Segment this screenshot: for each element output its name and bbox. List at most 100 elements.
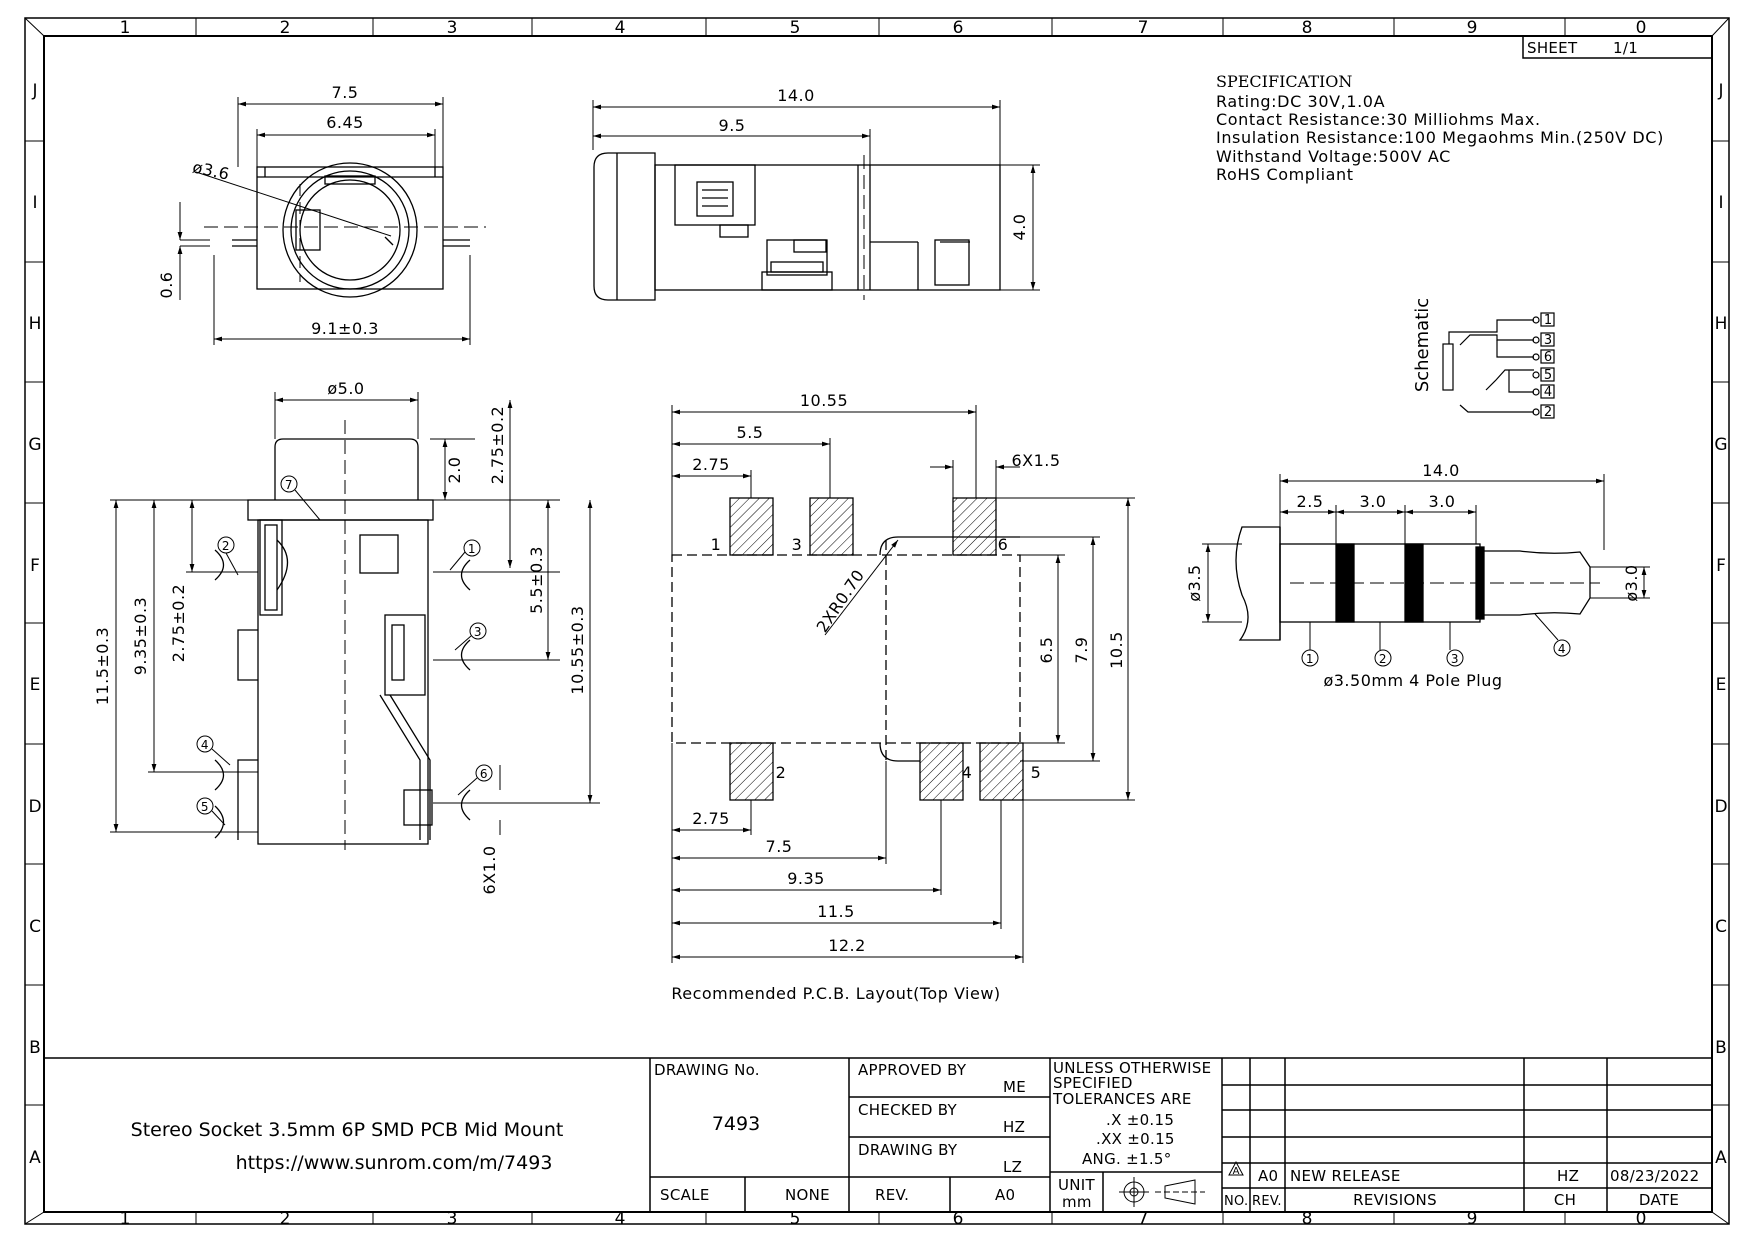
specification-block: SPECIFICATION Rating:DC 30V,1.0A Contact… (1216, 72, 1664, 184)
tolerance-line: SPECIFIED (1053, 1074, 1133, 1092)
tolerance-line: TOLERANCES ARE (1052, 1090, 1192, 1108)
dim-label: 5.5±0.3 (527, 546, 546, 614)
dim-label: 10.55 (800, 391, 848, 410)
rev-value: A0 (995, 1186, 1015, 1204)
grid-column-labels-top: 1 2 3 4 5 6 7 8 9 0 (120, 18, 1647, 38)
spec-line: Contact Resistance:30 Milliohms Max. (1216, 110, 1541, 129)
dim-label: 10.5 (1107, 631, 1126, 669)
revisions-header-no: NO. (1224, 1194, 1248, 1209)
revision-ch: HZ (1557, 1167, 1579, 1185)
grid-row: E (30, 675, 41, 695)
grid-row: G (1714, 435, 1727, 455)
grid-col: 2 (280, 18, 291, 38)
revisions-header-date: DATE (1639, 1191, 1679, 1209)
grid-col: 8 (1302, 1209, 1313, 1229)
plug-drawing (1202, 474, 1650, 667)
spec-line: Insulation Resistance:100 Megaohms Min.(… (1216, 128, 1664, 147)
grid-column-labels-bottom: 1 2 3 4 5 6 7 8 9 0 (120, 1209, 1647, 1229)
checked-value: HZ (1003, 1118, 1025, 1136)
schematic (1442, 312, 1555, 419)
spec-line: Rating:DC 30V,1.0A (1216, 92, 1385, 111)
grid-col: 4 (615, 18, 626, 38)
grid-row: D (28, 797, 41, 817)
dim-label: 14.0 (1422, 461, 1460, 480)
sheet-box: SHEET 1/1 (1522, 35, 1713, 59)
dim-label: 11.5±0.3 (93, 627, 112, 705)
pad-number: 3 (792, 535, 803, 554)
dim-label: 6.5 (1037, 637, 1056, 664)
pad-number: 4 (962, 763, 973, 782)
grid-row-labels-right: J I H G F E D C B A (1714, 81, 1727, 1168)
grid-col: 0 (1636, 1209, 1647, 1229)
dim-label: 2.75±0.2 (488, 406, 507, 484)
tolerance-xx: .XX ±0.15 (1096, 1130, 1175, 1148)
grid-col: 9 (1467, 1209, 1478, 1229)
grid-col: 4 (615, 1209, 626, 1229)
grid-col: 5 (790, 1209, 801, 1229)
grid-row: E (1716, 675, 1727, 695)
revisions-header-ch: CH (1554, 1191, 1576, 1209)
dim-label: 9.1±0.3 (311, 319, 379, 338)
dim-label: 7.9 (1072, 637, 1091, 664)
dim-label: ø3.6 (191, 157, 231, 183)
dim-label: 6.45 (326, 113, 364, 132)
grid-col: 8 (1302, 18, 1313, 38)
grid-row: A (29, 1148, 41, 1168)
grid-row: B (1715, 1038, 1727, 1058)
pcb-layout (671, 405, 1135, 963)
pin-number: 7 (285, 478, 293, 492)
title-block (44, 1057, 1712, 1212)
dim-label: 10.55±0.3 (568, 605, 587, 694)
grid-col: 6 (953, 18, 964, 38)
grid-row: F (30, 556, 40, 576)
schematic-pin: 1 (1544, 313, 1552, 328)
dim-label: 11.5 (817, 902, 855, 921)
grid-row: F (1716, 556, 1726, 576)
tolerance-x: .X ±0.15 (1106, 1111, 1174, 1129)
unit-value: mm (1062, 1193, 1092, 1211)
dim-label: 9.35 (787, 869, 825, 888)
dim-label: 4.0 (1010, 214, 1029, 241)
dim-label: ø5.0 (327, 379, 364, 398)
pole-number: 1 (1306, 652, 1314, 666)
top-view (110, 392, 600, 850)
pad-number: 6 (998, 535, 1009, 554)
grid-row: C (29, 917, 41, 937)
grid-col: 3 (447, 1209, 458, 1229)
title-block-text: Stereo Socket 3.5mm 6P SMD PCB Mid Mount… (131, 1059, 1700, 1211)
schematic-pin: 2 (1544, 405, 1552, 420)
sheet-frame (24, 17, 1730, 1225)
dim-label: 2.5 (1297, 492, 1324, 511)
grid-col: 7 (1138, 18, 1149, 38)
schematic-labels: Schematic 1 3 6 5 4 2 (1412, 298, 1552, 420)
dim-label: 6X1.5 (1011, 451, 1060, 470)
drawing-by-value: LZ (1003, 1158, 1022, 1176)
sheet-value: 1/1 (1613, 39, 1638, 57)
revision-desc: NEW RELEASE (1290, 1167, 1401, 1185)
grid-row: I (1718, 193, 1723, 213)
spec-line: Withstand Voltage:500V AC (1216, 147, 1451, 166)
grid-row: G (28, 435, 41, 455)
pin-number: 6 (480, 767, 488, 781)
scale-label: SCALE (660, 1186, 710, 1204)
grid-col: 1 (120, 18, 131, 38)
unit-label: UNIT (1058, 1176, 1096, 1194)
pole-number: 3 (1451, 652, 1459, 666)
pin-number: 2 (222, 539, 230, 553)
dim-label: 2.75±0.2 (169, 584, 188, 662)
grid-row: B (29, 1038, 41, 1058)
revision-date: 08/23/2022 (1610, 1167, 1699, 1185)
side-view (592, 100, 1040, 301)
grid-col: 7 (1138, 1209, 1149, 1229)
grid-row: D (1714, 797, 1727, 817)
grid-col: 5 (790, 18, 801, 38)
grid-col: 9 (1467, 18, 1478, 38)
spec-heading: SPECIFICATION (1216, 72, 1352, 91)
schematic-pin: 3 (1544, 333, 1552, 348)
spec-line: RoHS Compliant (1216, 165, 1354, 184)
schematic-pin: 6 (1544, 350, 1552, 365)
rev-label: REV. (875, 1186, 909, 1204)
pole-number: 4 (1558, 642, 1566, 656)
schematic-pin: 4 (1544, 385, 1552, 400)
dim-label: 9.35±0.3 (131, 597, 150, 675)
